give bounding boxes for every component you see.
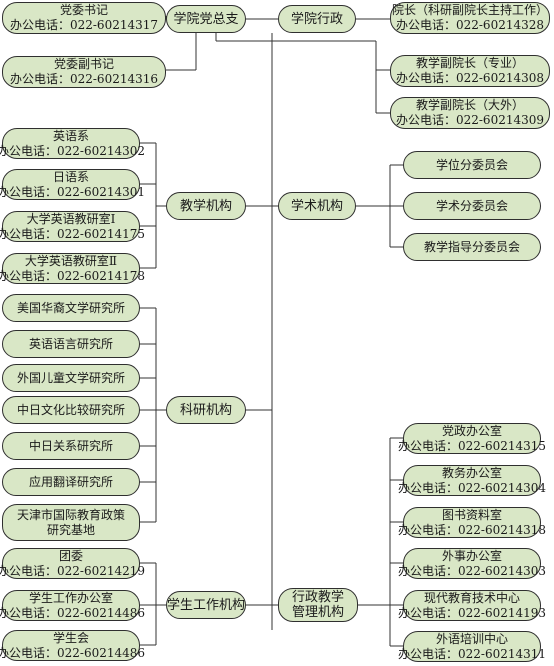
research-unit-box: 外国儿童文学研究所 xyxy=(2,364,140,392)
party-committee-box: 学院党总支 xyxy=(166,5,246,33)
student-hub-name: 学生工作机构 xyxy=(167,597,246,613)
research-unit-box: 美国华裔文学研究所 xyxy=(2,294,140,322)
deputy-party-secretary-phone: 办公电话：022-60214316 xyxy=(9,72,159,86)
academic-hub-name: 学术机构 xyxy=(290,198,343,214)
teaching-unit-phone: 办公电话：022-60214302 xyxy=(0,143,146,158)
research-unit-name: 中日关系研究所 xyxy=(28,438,113,453)
admin-unit-box: 教务办公室 办公电话：022-60214304 xyxy=(398,465,546,496)
student-unit-box: 学生工作办公室 办公电话：022-60214486 xyxy=(0,590,145,621)
research-unit-name-line2: 研究基地 xyxy=(46,522,95,537)
research-unit-name: 英语语言研究所 xyxy=(28,336,113,351)
vice-dean-major-box: 教学副院长（专业） 办公电话：022-60214308 xyxy=(390,55,550,87)
student-unit-title: 团委 xyxy=(58,548,83,563)
academic-unit-box: 教学指导分委员会 xyxy=(403,233,541,261)
academic-unit-name: 教学指导分委员会 xyxy=(423,239,520,254)
teaching-unit-phone: 办公电话：022-60214301 xyxy=(0,184,146,199)
admin-unit-box: 党政办公室 办公电话：022-60214315 xyxy=(398,423,546,454)
teaching-unit-phone: 办公电话：022-60214178 xyxy=(0,268,146,283)
admin-unit-phone: 办公电话：022-60214311 xyxy=(397,646,547,661)
admin-unit-phone: 办公电话：022-60214315 xyxy=(397,438,547,453)
admin-unit-title: 现代教育技术中心 xyxy=(423,590,520,605)
admin-unit-title: 图书资料室 xyxy=(441,507,502,522)
student-unit-phone: 办公电话：022-60214219 xyxy=(0,563,146,578)
student-unit-phone: 办公电话：022-60214486 xyxy=(0,605,146,620)
student-unit-title: 学生工作办公室 xyxy=(28,590,113,605)
admin-unit-phone: 办公电话：022-60214318 xyxy=(397,522,547,537)
admin-unit-phone: 办公电话：022-60214303 xyxy=(397,563,547,578)
academic-unit-box: 学位分委员会 xyxy=(403,151,541,179)
academic-unit-name: 学术分委员会 xyxy=(435,198,508,213)
admin-unit-box: 外事办公室 办公电话：022-60214303 xyxy=(398,548,546,579)
admin-unit-phone: 办公电话：022-60214304 xyxy=(397,480,547,495)
research-unit-box: 中日文化比较研究所 xyxy=(2,396,140,424)
student-unit-phone: 办公电话：022-60214486 xyxy=(0,645,146,660)
admin-unit-title: 外事办公室 xyxy=(441,548,502,563)
research-unit-box: 应用翻译研究所 xyxy=(2,468,140,496)
teaching-unit-box: 大学英语教研室Ⅱ 办公电话：022-60214178 xyxy=(0,253,145,284)
academic-unit-box: 学术分委员会 xyxy=(403,192,541,220)
deputy-party-secretary-title: 党委副书记 xyxy=(53,57,114,71)
research-unit-name: 外国儿童文学研究所 xyxy=(16,370,125,385)
party-secretary-box: 党委书记 办公电话：022-60214317 xyxy=(2,2,166,34)
teaching-unit-title: 英语系 xyxy=(52,128,89,143)
teaching-unit-box: 日语系 办公电话：022-60214301 xyxy=(0,169,145,200)
vice-dean-major-phone: 办公电话：022-60214308 xyxy=(395,71,545,85)
dean-phone: 办公电话：022-60214328 xyxy=(395,18,545,32)
teaching-hub-name: 教学机构 xyxy=(179,198,232,214)
research-unit-box: 中日关系研究所 xyxy=(2,432,140,460)
research-unit-name: 美国华裔文学研究所 xyxy=(16,300,125,315)
admin-unit-box: 图书资料室 办公电话：022-60214318 xyxy=(398,507,546,538)
admin-unit-box: 现代教育技术中心 办公电话：022-60214193 xyxy=(398,590,546,621)
party-secretary-phone: 办公电话：022-60214317 xyxy=(9,18,159,32)
teaching-unit-title: 大学英语教研室Ⅰ xyxy=(26,211,116,226)
admin-unit-box: 外语培训中心 办公电话：022-60214311 xyxy=(398,631,546,662)
teaching-unit-title: 大学英语教研室Ⅱ xyxy=(24,253,118,268)
teaching-unit-phone: 办公电话：022-60214175 xyxy=(0,226,146,241)
admin-management-hub-box: 行政教学 管理机构 xyxy=(278,588,358,622)
academic-unit-name: 学位分委员会 xyxy=(435,157,508,172)
research-hub-name: 科研机构 xyxy=(179,402,232,418)
dean-box: 院长（科研副院长主持工作） 办公电话：022-60214328 xyxy=(390,2,550,34)
research-unit-box: 英语语言研究所 xyxy=(2,330,140,358)
student-unit-box: 学生会 办公电话：022-60214486 xyxy=(0,630,145,661)
vice-dean-major-title: 教学副院长（专业） xyxy=(415,56,524,70)
academic-hub-box: 学术机构 xyxy=(278,192,356,220)
research-unit-name: 天津市国际教育政策 xyxy=(16,507,125,522)
admin-unit-phone: 办公电话：022-60214193 xyxy=(397,605,547,620)
admin-management-name-line2: 管理机构 xyxy=(291,605,344,620)
vice-dean-general-phone: 办公电话：022-60214309 xyxy=(395,113,545,127)
vice-dean-general-title: 教学副院长（大外） xyxy=(415,98,524,112)
admin-management-name-line1: 行政教学 xyxy=(291,590,344,605)
student-hub-box: 学生工作机构 xyxy=(166,591,246,619)
student-unit-title: 学生会 xyxy=(52,630,89,645)
teaching-hub-box: 教学机构 xyxy=(166,192,246,220)
party-secretary-title: 党委书记 xyxy=(59,3,108,17)
vice-dean-general-box: 教学副院长（大外） 办公电话：022-60214309 xyxy=(390,97,550,129)
student-unit-box: 团委 办公电话：022-60214219 xyxy=(0,548,145,579)
research-hub-box: 科研机构 xyxy=(166,396,246,424)
teaching-unit-box: 英语系 办公电话：022-60214302 xyxy=(0,128,145,159)
admin-unit-title: 教务办公室 xyxy=(441,465,502,480)
research-unit-name: 应用翻译研究所 xyxy=(28,474,113,489)
administration-name: 学院行政 xyxy=(290,11,343,27)
admin-unit-title: 党政办公室 xyxy=(441,423,502,438)
teaching-unit-title: 日语系 xyxy=(52,169,89,184)
administration-box: 学院行政 xyxy=(278,5,356,33)
party-committee-name: 学院党总支 xyxy=(173,11,239,27)
research-unit-name: 中日文化比较研究所 xyxy=(16,402,125,417)
dean-title: 院长（科研副院长主持工作） xyxy=(391,3,548,17)
teaching-unit-box: 大学英语教研室Ⅰ 办公电话：022-60214175 xyxy=(0,211,145,242)
deputy-party-secretary-box: 党委副书记 办公电话：022-60214316 xyxy=(2,56,166,88)
admin-unit-title: 外语培训中心 xyxy=(435,631,508,646)
research-unit-box: 天津市国际教育政策 研究基地 xyxy=(2,504,140,541)
